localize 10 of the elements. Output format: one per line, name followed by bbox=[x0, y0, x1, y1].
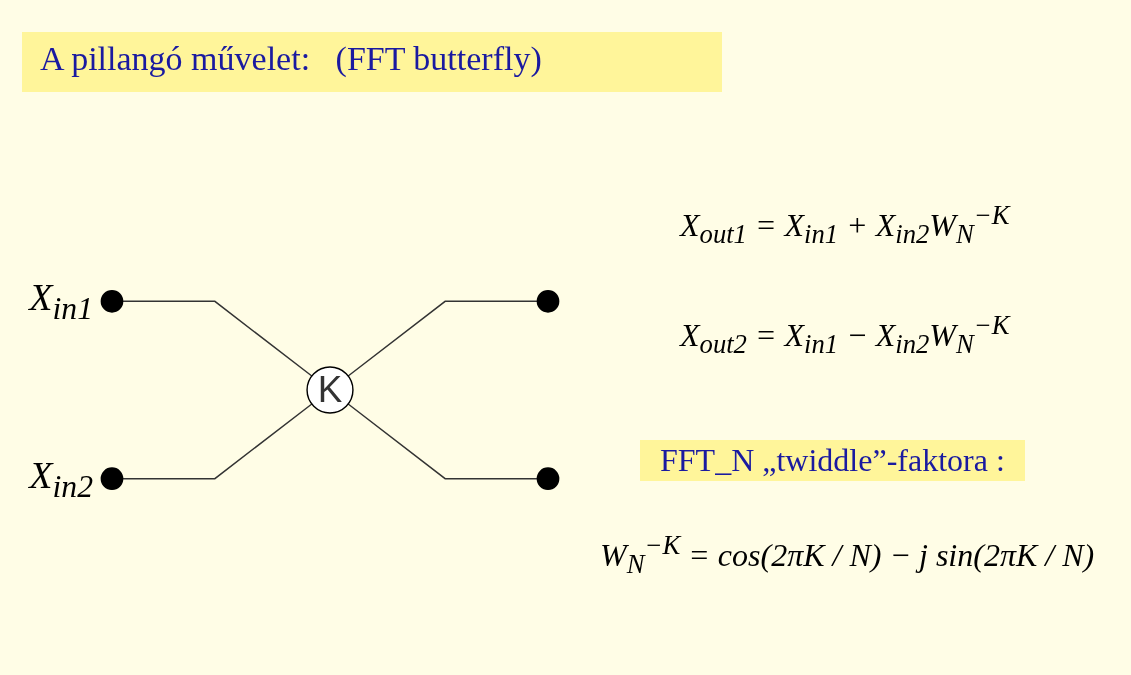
node-circle bbox=[100, 467, 124, 490]
node-label: X$_{in2}$ bbox=[29, 452, 93, 505]
node-label: X$_{in1}$ bbox=[29, 275, 93, 327]
node-circle bbox=[536, 290, 560, 313]
node-circle bbox=[100, 290, 124, 313]
node-circle bbox=[536, 467, 560, 490]
node-circle: K bbox=[306, 366, 354, 414]
title: A pillangó művelet: (FFT butterfly) bbox=[22, 32, 722, 92]
heading-band: FFT_N „twiddle”-faktora : bbox=[640, 440, 1025, 481]
formula: W$_{N}$$^{−K}$ = cos(2πK / N) − j sin(2πK / N) bbox=[600, 530, 1095, 581]
